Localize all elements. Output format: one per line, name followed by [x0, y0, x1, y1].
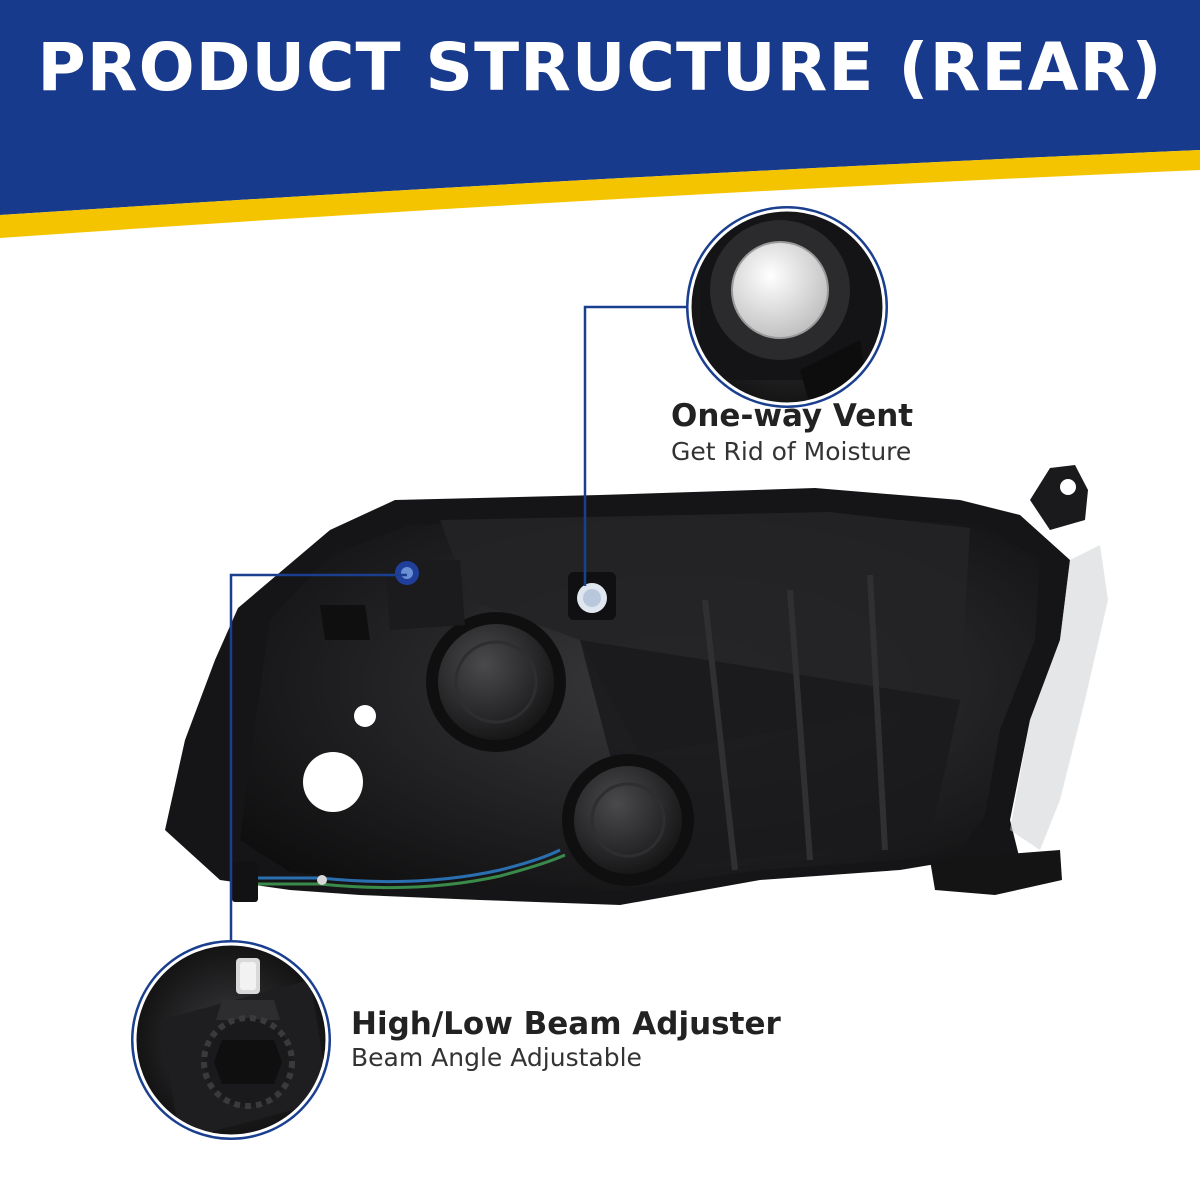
- vent-callout-subtitle: Get Rid of Moisture: [671, 437, 912, 466]
- page-title: PRODUCT STRUCTURE (REAR): [37, 29, 1163, 106]
- vent-leader-line: [583, 305, 691, 586]
- header-banner: [0, 0, 1200, 238]
- adjuster-callout-subtitle: Beam Angle Adjustable: [351, 1043, 642, 1072]
- headlight-housing: [165, 465, 1108, 905]
- adjuster-zoom-circle: [131, 940, 331, 1140]
- adjuster-callout-title: High/Low Beam Adjuster: [351, 1006, 781, 1042]
- leader-lines: [229, 305, 691, 944]
- vent-callout-title: One-way Vent: [671, 398, 914, 434]
- adjuster-leader-line: [229, 573, 407, 944]
- vent-zoom-circle: [686, 206, 888, 408]
